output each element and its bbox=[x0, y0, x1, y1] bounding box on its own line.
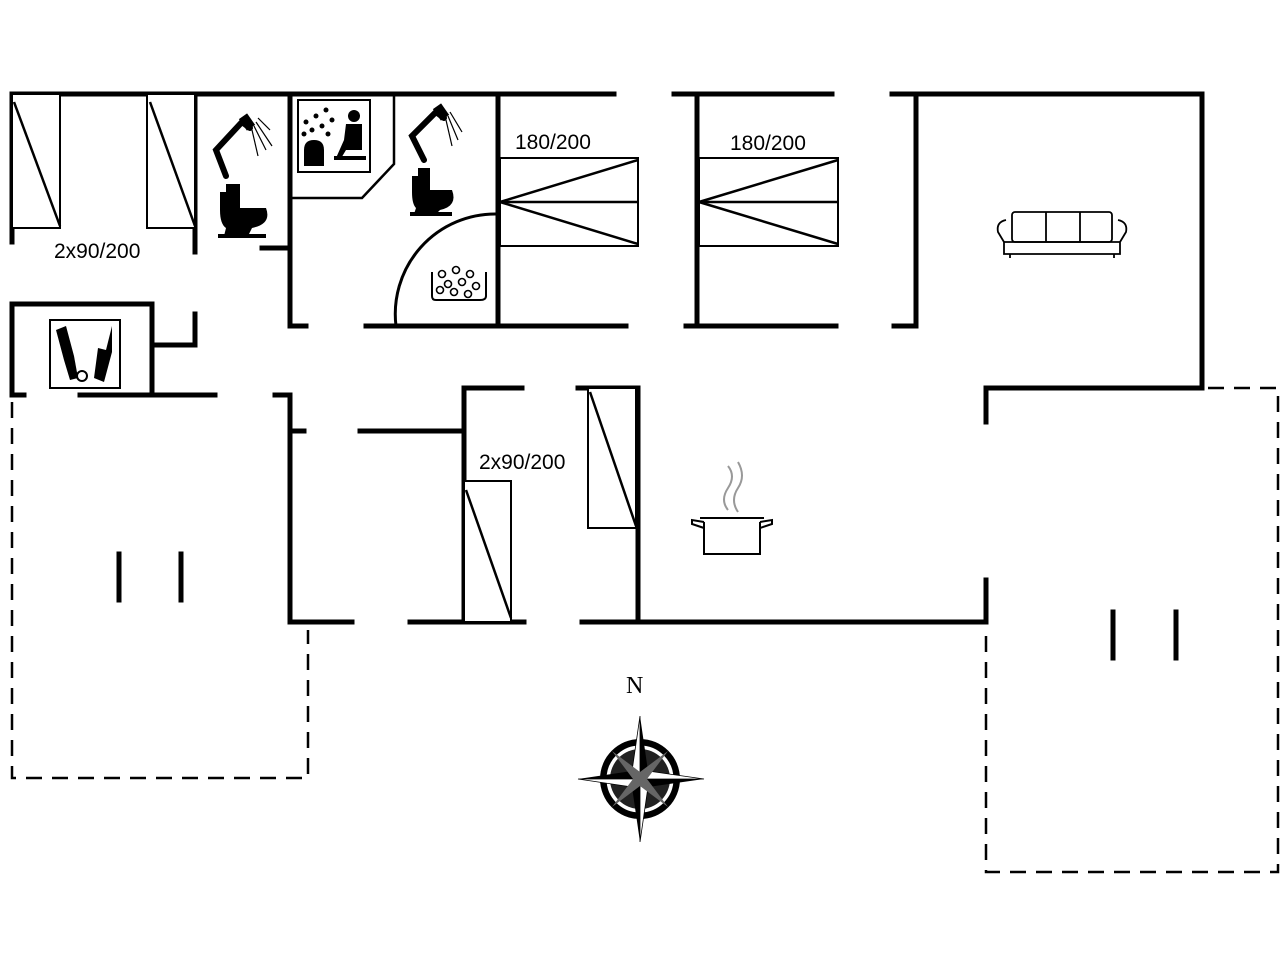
single-bed bbox=[587, 387, 638, 529]
toilet-icon bbox=[410, 168, 454, 216]
double-bed bbox=[499, 157, 639, 247]
utility-icon bbox=[49, 319, 121, 389]
beds bbox=[11, 93, 839, 623]
single-bed bbox=[11, 93, 62, 229]
single-bed bbox=[463, 480, 513, 623]
bed-size-label-top-left: 2x90/200 bbox=[54, 240, 140, 263]
toilet-icon bbox=[218, 184, 268, 238]
bed-size-label-room-2: 180/200 bbox=[730, 132, 806, 155]
shower-icon bbox=[212, 113, 273, 179]
terraces bbox=[10, 386, 1280, 874]
single-bed bbox=[146, 93, 197, 229]
double-bed bbox=[698, 157, 839, 247]
sauna-icon bbox=[297, 99, 371, 173]
whirlpool-icon bbox=[393, 212, 497, 327]
bed-size-label-room-1: 180/200 bbox=[515, 131, 591, 154]
cooking-pot-icon bbox=[691, 461, 773, 555]
compass-north-label: N bbox=[626, 673, 643, 699]
sofa-icon bbox=[996, 211, 1128, 258]
compass-rose-icon bbox=[577, 715, 705, 843]
bed-size-label-center: 2x90/200 bbox=[479, 451, 565, 474]
shower-icon bbox=[408, 103, 463, 163]
